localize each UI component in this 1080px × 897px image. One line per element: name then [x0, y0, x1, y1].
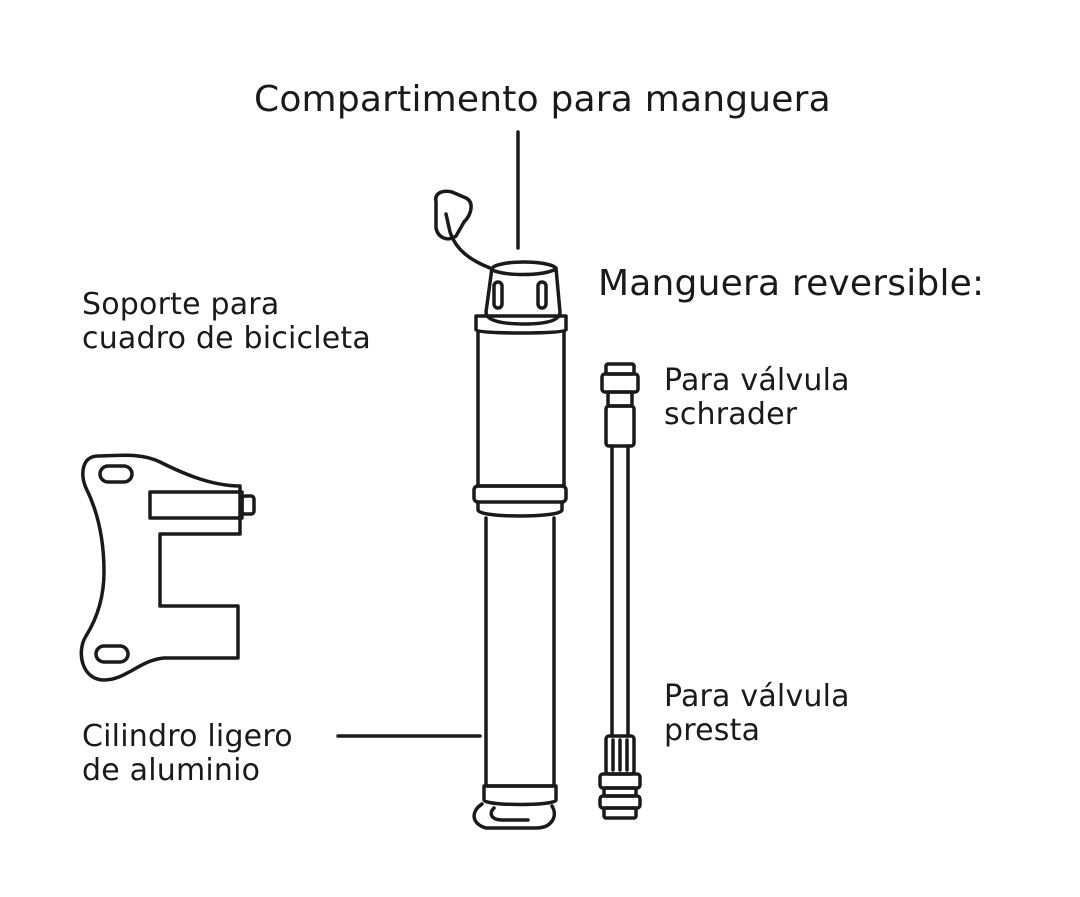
- pump: [434, 189, 568, 830]
- frame-mount-bracket: [79, 453, 256, 682]
- pump-head-rim: [490, 268, 556, 277]
- pump-barrel: [484, 516, 556, 788]
- pump-cap-strap: [444, 212, 492, 270]
- presta-nut: [598, 772, 642, 790]
- schrader-neck: [606, 390, 634, 408]
- presta-thread-2: [598, 794, 642, 810]
- bracket-clip: [148, 490, 244, 520]
- pump-foot: [472, 802, 557, 830]
- pump-foot-loop: [489, 806, 530, 822]
- label-presta-line2: presta: [664, 713, 761, 748]
- schrader-nut: [600, 372, 640, 394]
- pump-mid-band-lip: [476, 500, 564, 518]
- bracket-clip-knob: [240, 494, 256, 516]
- label-frame-mount: Soporte para cuadro de bicicleta: [82, 288, 371, 356]
- label-presta-line1: Para válvula: [664, 679, 850, 714]
- bracket-slot-top: [98, 464, 134, 484]
- pump-head: [484, 260, 562, 326]
- hose-tube: [610, 444, 630, 738]
- pump-head-grip-2: [536, 280, 548, 310]
- schrader-sleeve: [604, 404, 636, 448]
- pump-cap: [434, 189, 473, 241]
- label-schrader: Para válvula schrader: [664, 364, 850, 432]
- label-presta: Para válvula presta: [664, 680, 850, 748]
- label-schrader-line1: Para válvula: [664, 363, 850, 398]
- label-hose-compartment: Compartimento para manguera: [254, 79, 831, 120]
- label-cylinder-line2: de aluminio: [82, 753, 261, 788]
- label-schrader-line2: schrader: [664, 397, 798, 432]
- pump-mid-band: [472, 484, 568, 504]
- label-frame-mount-line2: cuadro de bicicleta: [82, 321, 371, 356]
- label-reversible-hose: Manguera reversible:: [598, 263, 985, 304]
- pump-head-grip-1: [492, 280, 504, 310]
- presta-tip: [602, 806, 638, 820]
- label-frame-mount-line1: Soporte para: [82, 287, 280, 322]
- label-cylinder-line1: Cilindro ligero: [82, 719, 293, 754]
- bracket-slot-bottom: [94, 644, 130, 664]
- reversible-hose: [598, 362, 642, 820]
- bracket-plate: [79, 453, 242, 682]
- pump-bottom-ring: [482, 784, 558, 807]
- pump-upper-body: [476, 330, 566, 488]
- label-cylinder: Cilindro ligero de aluminio: [82, 720, 293, 788]
